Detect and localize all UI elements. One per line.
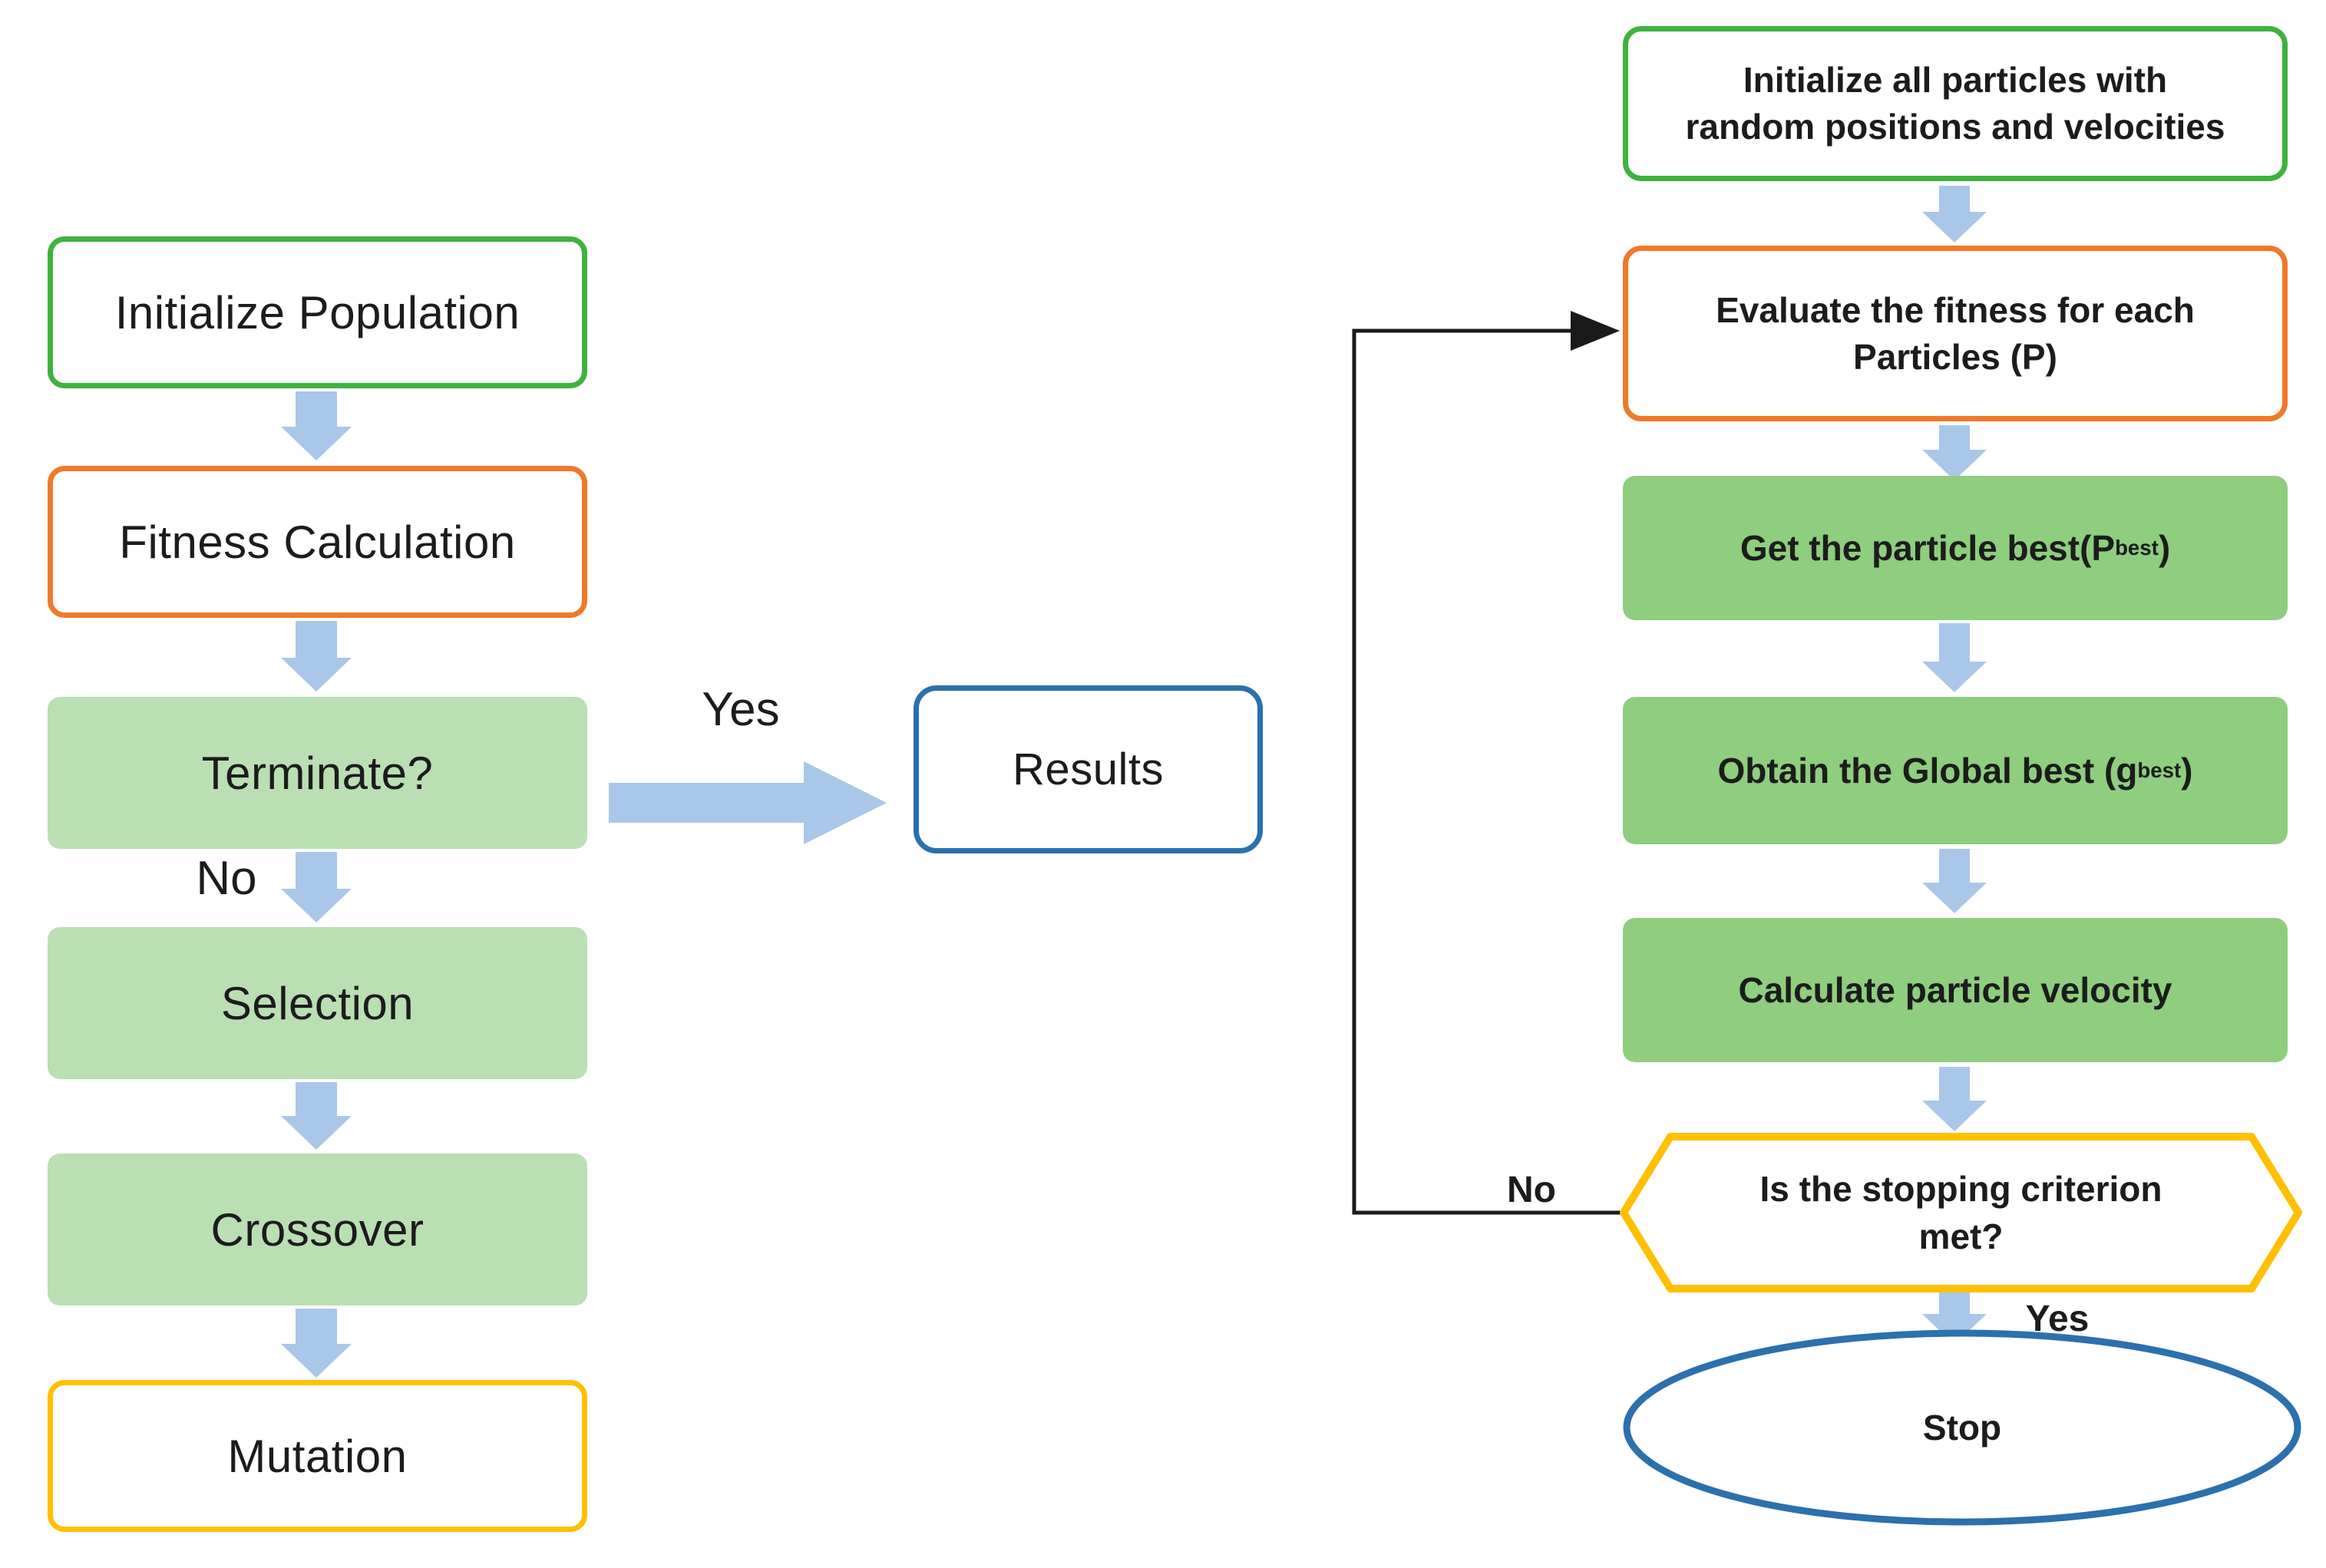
criterion-hexagon <box>1620 1133 2302 1292</box>
ga-fitness-calculation-box: Fitness Calculation <box>48 466 587 618</box>
down-arrow-icon <box>1922 623 1987 692</box>
down-arrow-icon <box>1922 425 1987 480</box>
pso-global-best-text: Obtain the Global best (g <box>1717 750 2138 791</box>
pso-global-best-close: ) <box>2181 750 2193 791</box>
ga-terminate-box: Terminate? <box>48 697 587 849</box>
down-arrow-icon <box>1922 186 1987 243</box>
ga-crossover-box: Crossover <box>48 1154 587 1306</box>
pso-yes-label: Yes <box>2025 1298 2090 1339</box>
pso-stop-label: Stop <box>1922 1407 2002 1448</box>
down-arrow-icon <box>281 391 352 460</box>
pso-particle-best-text: Get the particle best(P <box>1740 527 2116 568</box>
down-arrow-icon <box>281 852 352 923</box>
down-arrow-icon <box>281 621 352 692</box>
down-arrow-icon <box>1922 1292 1987 1345</box>
stop-ellipse <box>1623 1329 2301 1526</box>
loop-arrowhead-icon <box>1571 311 1620 351</box>
down-arrow-icon <box>1922 1067 1987 1131</box>
down-arrow-icon <box>1922 849 1987 913</box>
down-arrow-icon <box>281 1309 352 1378</box>
ga-no-label: No <box>196 851 257 905</box>
pso-stopping-criterion-label: Is the stopping criterion met? <box>1759 1168 2162 1256</box>
pso-evaluate-fitness-box: Evaluate the fitness for each Particles … <box>1623 246 2288 421</box>
pso-no-label: No <box>1507 1169 1556 1210</box>
ga-mutation-box: Mutation <box>48 1380 587 1532</box>
ga-results-box: Results <box>914 685 1263 853</box>
ga-yes-label: Yes <box>702 682 780 736</box>
pso-particle-velocity-box: Calculate particle velocity <box>1623 918 2288 1062</box>
ga-initialize-population-box: Initialize Population <box>48 236 587 388</box>
ga-selection-box: Selection <box>48 927 587 1079</box>
pso-initialize-particles-box: Initialize all particles with random pos… <box>1623 26 2288 181</box>
no-loop-connector <box>1352 328 1622 1215</box>
pso-particle-best-close: ) <box>2158 527 2171 568</box>
down-arrow-icon <box>281 1082 352 1150</box>
right-arrow-icon <box>609 761 887 844</box>
